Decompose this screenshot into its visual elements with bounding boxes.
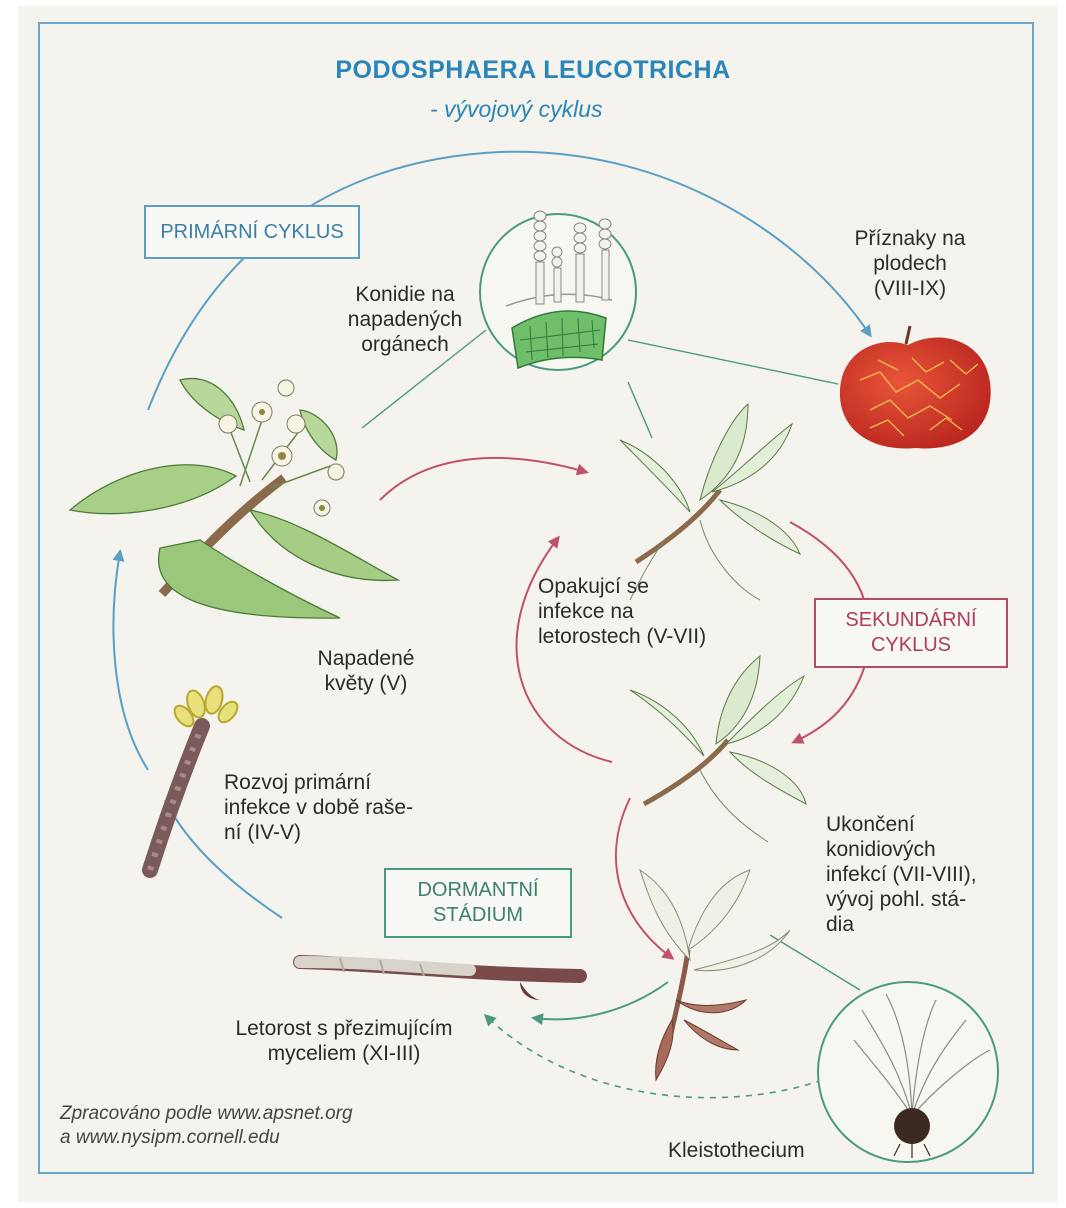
cleistothecium-connector xyxy=(770,935,860,990)
page-subtitle: - vývojový cyklus xyxy=(430,96,603,123)
cleistothecium-dashed-arrow xyxy=(486,1016,822,1098)
source-credit: Zpracováno podle www.apsnet.org a www.ny… xyxy=(60,1102,353,1150)
label-conidia: Konidie na napadených orgánech xyxy=(330,282,480,357)
label-repeated-infections: Opakujcí se infekce na letorostech (V-VI… xyxy=(538,574,768,649)
repeated-infection-arrow xyxy=(517,538,612,762)
label-primary-infection: Rozvoj primární infekce v době raše- ní … xyxy=(224,770,484,845)
primary-cycle-left-arrow xyxy=(113,552,148,770)
to-overwintering-arrow xyxy=(534,982,668,1019)
conidia-microscope-icon xyxy=(480,211,636,370)
label-overwintering-shoot: Letorost s přezimujícím myceliem (XI-III… xyxy=(204,1016,484,1066)
label-fruit-symptoms: Příznaky na plodech (VIII-IX) xyxy=(830,226,990,301)
page-title: PODOSPHAERA LEUCOTRICHA xyxy=(0,56,1066,85)
label-infected-flowers: Napadené květy (V) xyxy=(296,646,436,696)
flowers-to-shoot-arrow xyxy=(380,458,586,500)
senescent-shoot-icon xyxy=(640,870,790,1080)
dormant-stage-box: DORMANTNÍ STÁDIUM xyxy=(384,868,572,938)
label-end-conidial-infections: Ukončení konidiových infekcí (VII-VIII),… xyxy=(826,812,1036,937)
overwintering-twig-icon xyxy=(300,958,580,1000)
cleistothecium-icon xyxy=(818,982,998,1162)
infected-shoot-lower-icon xyxy=(630,656,806,842)
microscope-connector-right xyxy=(628,340,838,384)
label-cleistothecium: Kleistothecium xyxy=(668,1138,868,1163)
apple-icon xyxy=(840,326,991,448)
microscope-connector-bottom xyxy=(628,382,652,438)
secondary-cycle-box: SEKUNDÁRNÍ CYKLUS xyxy=(814,598,1008,668)
infected-shoot-upper-icon xyxy=(620,404,800,600)
flowering-branch-icon xyxy=(70,378,398,618)
primary-cycle-box: PRIMÁRNÍ CYKLUS xyxy=(144,205,360,259)
